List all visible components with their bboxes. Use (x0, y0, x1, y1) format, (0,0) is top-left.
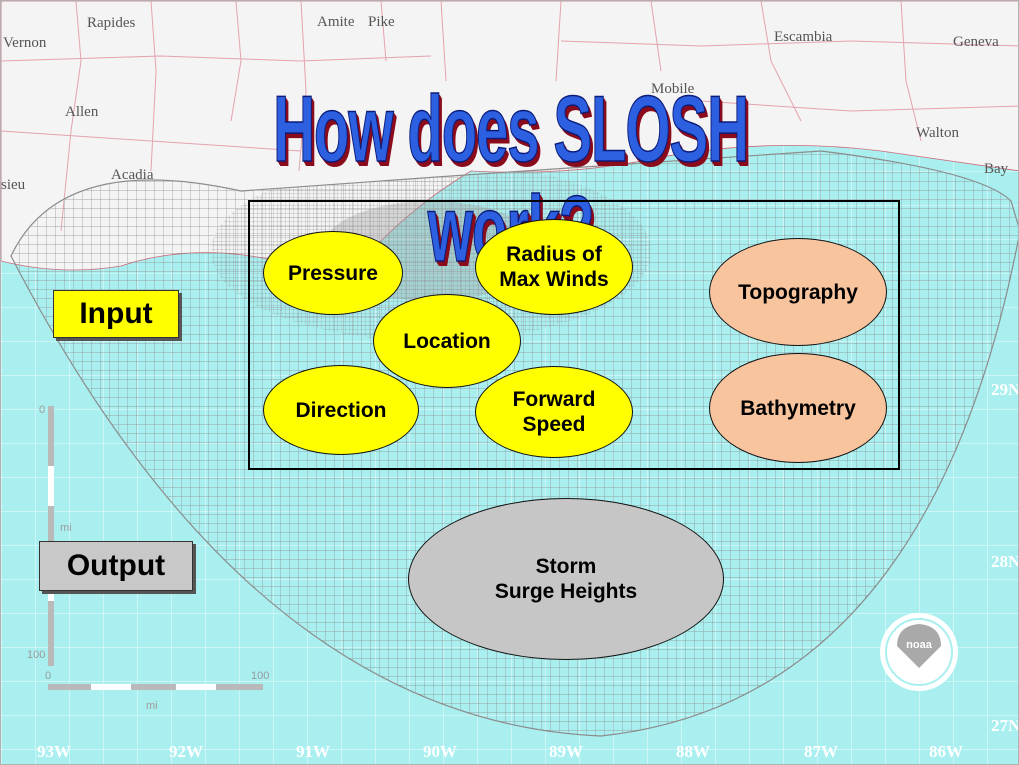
svg-text:Allen: Allen (65, 104, 99, 120)
svg-text:100: 100 (27, 649, 45, 661)
svg-text:Acadia: Acadia (111, 167, 154, 183)
grid-boundary (10, 150, 1018, 737)
svg-text:29N: 29N (991, 380, 1019, 399)
svg-text:Escambia: Escambia (774, 29, 833, 45)
svg-text:Rapides: Rapides (87, 15, 135, 31)
svg-text:100: 100 (251, 670, 269, 682)
svg-text:Walton: Walton (916, 125, 959, 141)
input-label: Input (53, 290, 179, 338)
svg-text:Vernon: Vernon (3, 35, 47, 51)
svg-text:89W: 89W (549, 742, 583, 761)
output-label: Output (39, 541, 193, 591)
svg-text:sieu: sieu (1, 177, 26, 193)
longitude-labels: 93W 92W 91W 90W 89W 88W 87W 86W (37, 742, 963, 761)
direction-node: Direction (263, 365, 419, 455)
svg-text:Amite: Amite (317, 14, 355, 30)
place-labels: Vernon Rapides Amite Pike Escambia Genev… (1, 14, 1009, 193)
storm-surge-heights-node: Storm Surge Heights (408, 498, 724, 660)
svg-text:87W: 87W (804, 742, 838, 761)
svg-text:92W: 92W (169, 742, 203, 761)
svg-text:93W: 93W (37, 742, 71, 761)
input-parameters-frame (248, 200, 900, 470)
svg-text:noaa: noaa (906, 639, 933, 651)
svg-text:Bay: Bay (984, 161, 1009, 177)
svg-text:27N: 27N (991, 716, 1019, 735)
svg-text:88W: 88W (676, 742, 710, 761)
topography-node: Topography (709, 238, 887, 346)
parish-boundaries (1, 1, 1018, 232)
svg-text:Pike: Pike (368, 14, 395, 30)
svg-text:86W: 86W (929, 742, 963, 761)
svg-text:90W: 90W (423, 742, 457, 761)
svg-text:Geneva: Geneva (953, 34, 999, 50)
svg-text:mi: mi (60, 522, 72, 534)
location-node: Location (373, 294, 521, 388)
svg-text:28N: 28N (991, 552, 1019, 571)
svg-text:0: 0 (45, 670, 51, 682)
radius-of-max-winds-node: Radius of Max Winds (475, 219, 633, 315)
svg-text:0: 0 (39, 404, 45, 416)
noaa-logo-icon: noaa (880, 613, 958, 691)
pressure-node: Pressure (263, 231, 403, 315)
bathymetry-node: Bathymetry (709, 353, 887, 463)
forward-speed-node: Forward Speed (475, 366, 633, 458)
svg-text:mi: mi (146, 700, 158, 712)
latitude-labels: 29N 28N 27N (991, 380, 1019, 735)
svg-text:Mobile: Mobile (651, 81, 695, 97)
svg-text:91W: 91W (296, 742, 330, 761)
